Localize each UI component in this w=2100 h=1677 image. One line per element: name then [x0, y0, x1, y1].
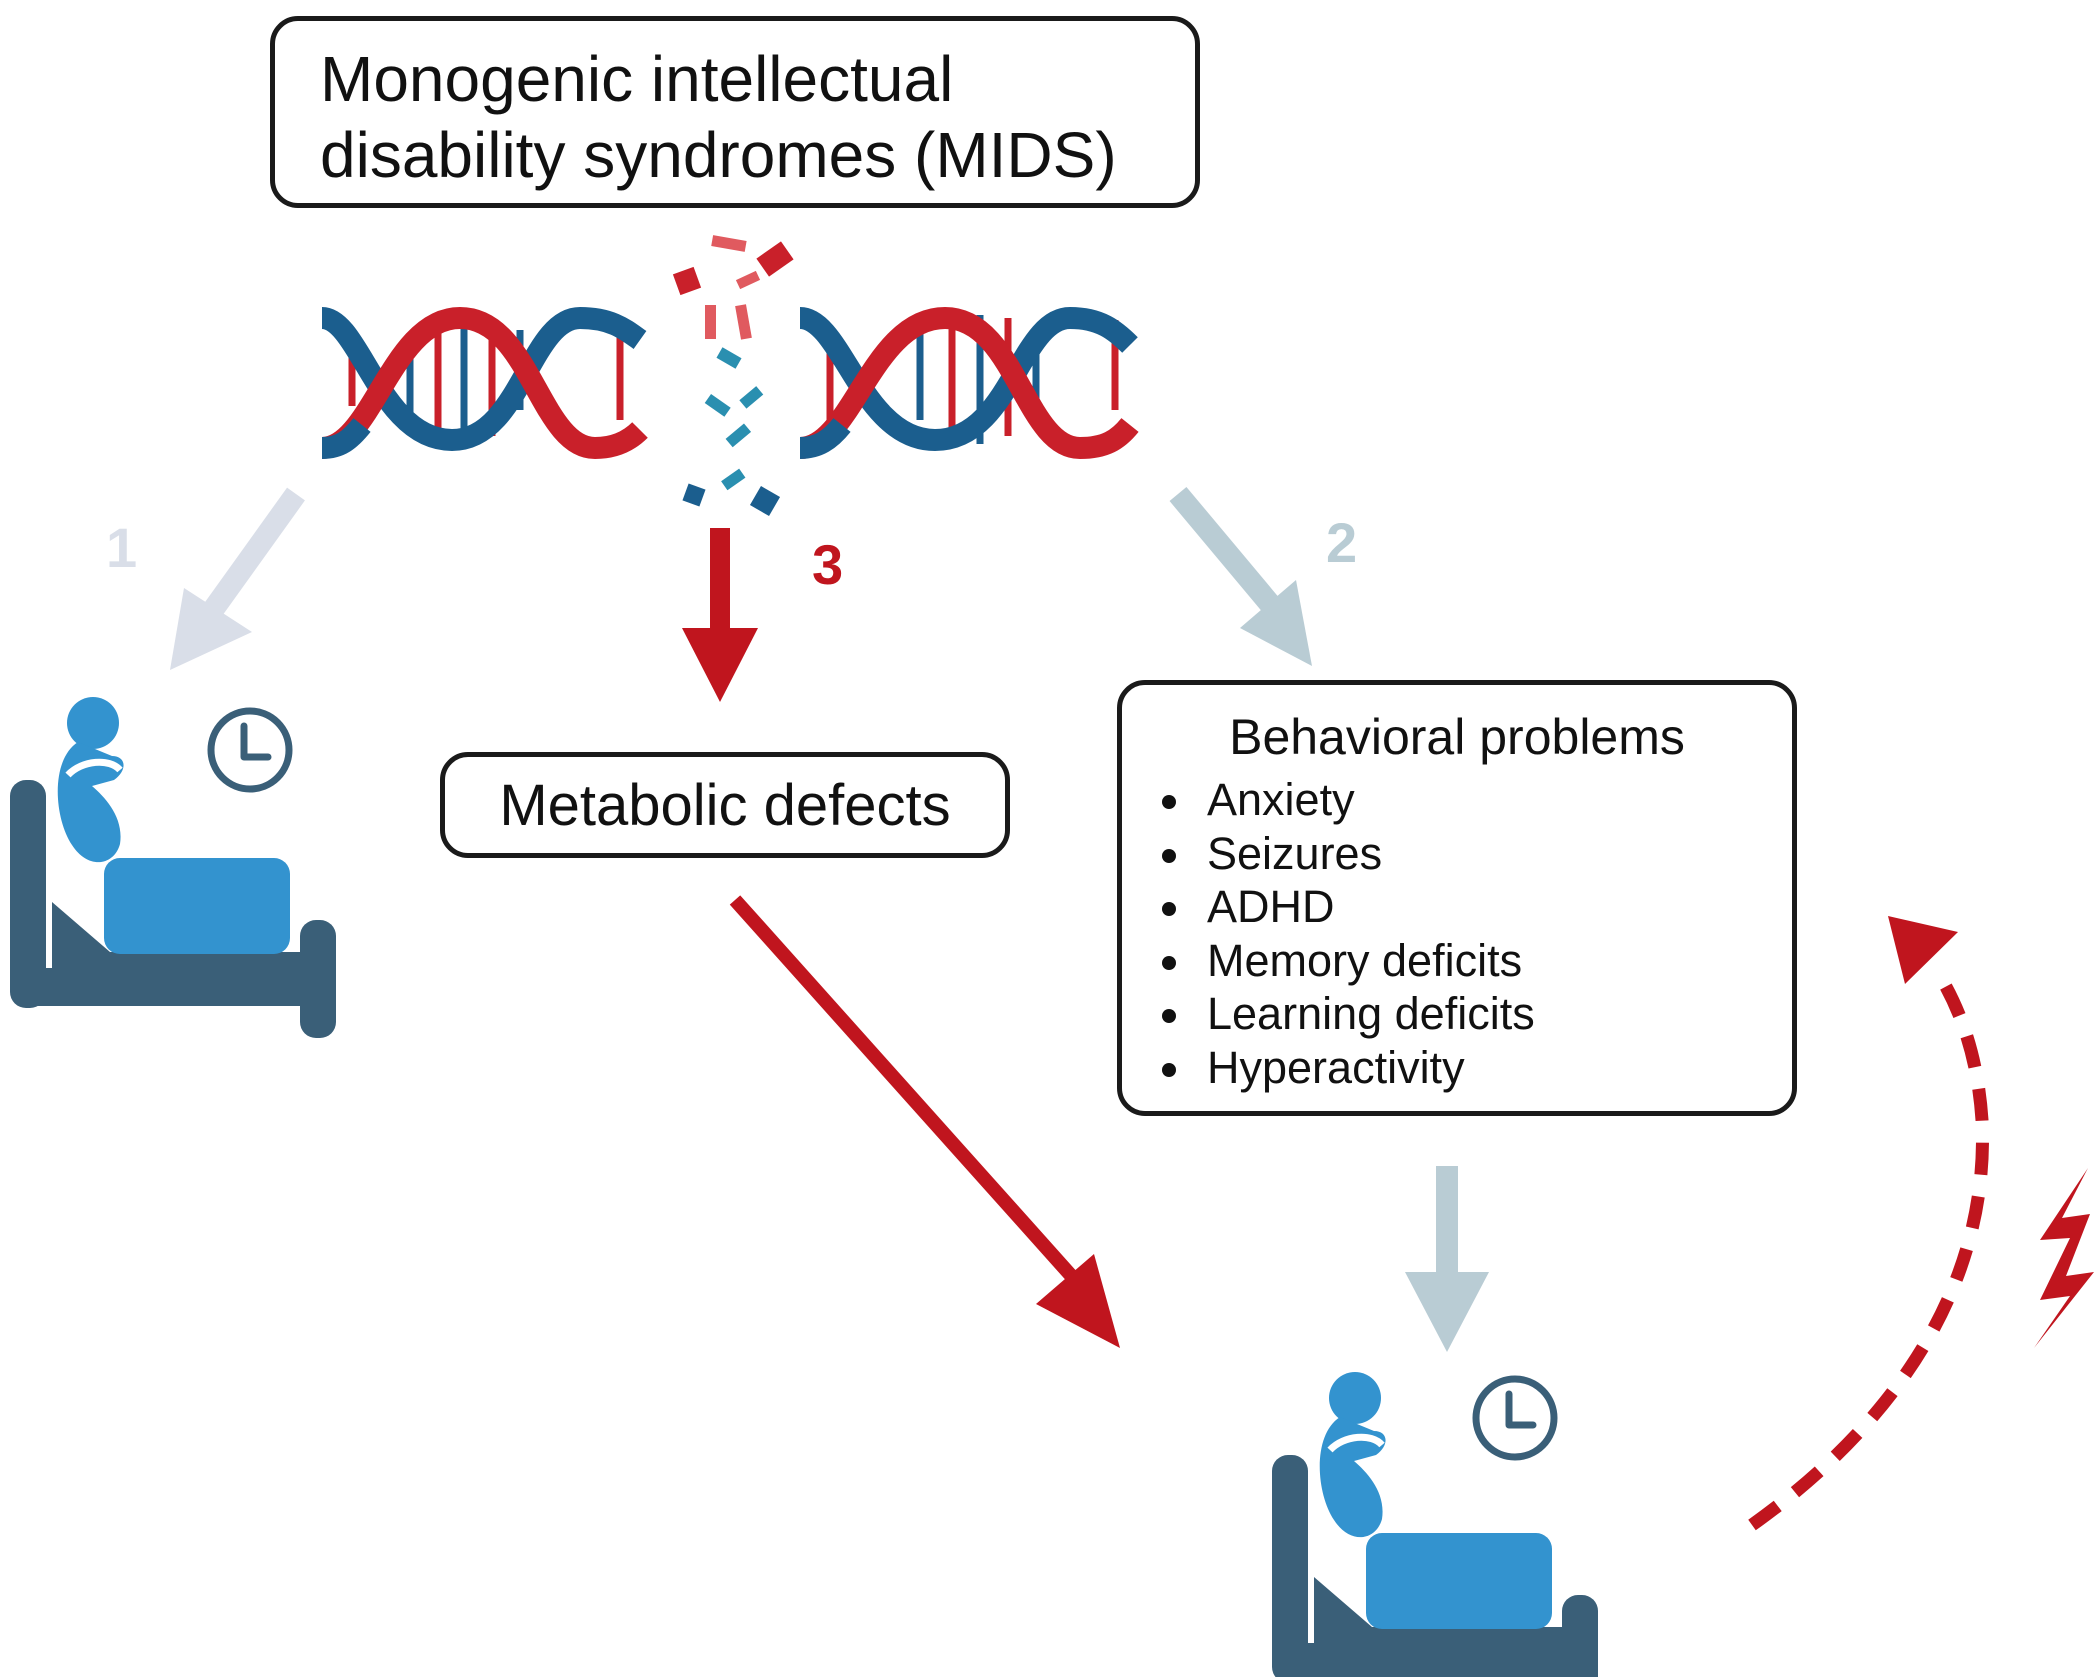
clock-icon-bottom: [1476, 1379, 1554, 1457]
list-item: Hyperactivity: [1162, 1041, 1792, 1095]
list-item: Memory deficits: [1162, 934, 1792, 988]
list-item: Learning deficits: [1162, 987, 1792, 1041]
dna-intact-left-icon: [319, 306, 648, 460]
list-item: Seizures: [1162, 827, 1792, 881]
arrow-behavior-to-patient: [1405, 1166, 1489, 1352]
dna-intact-right-icon: [798, 306, 1139, 460]
metabolic-defects-box: Metabolic defects: [440, 752, 1010, 858]
pathway-label-3: 3: [812, 533, 844, 596]
behavioral-problems-list: Anxiety Seizures ADHD Memory deficits Le…: [1122, 773, 1792, 1094]
list-item: Anxiety: [1162, 773, 1792, 827]
pathway-label-1: 1: [106, 516, 138, 579]
clock-icon-left: [211, 711, 289, 789]
arrow-feedback-dashed: [1748, 916, 1989, 1531]
list-item: ADHD: [1162, 880, 1792, 934]
arrow-metabolic-to-patient: [729, 895, 1120, 1348]
title-line-1: Monogenic intellectual: [320, 43, 954, 115]
arrow-pathway-2: [1169, 486, 1312, 666]
mids-title-box: Monogenic intellectual disability syndro…: [270, 16, 1200, 208]
behavioral-problems-box: Behavioral problems Anxiety Seizures ADH…: [1117, 680, 1797, 1116]
dna-broken-icon: [672, 235, 794, 517]
arrow-pathway-3: [682, 528, 758, 702]
behavioral-problems-heading: Behavioral problems: [1229, 709, 1685, 765]
metabolic-defects-label: Metabolic defects: [499, 772, 951, 838]
arrow-pathway-1: [170, 487, 305, 670]
sick-in-bed-icon-bottom: [1272, 1372, 1598, 1677]
lightning-bolt-icon: [2034, 1168, 2094, 1348]
pathway-label-2: 2: [1326, 511, 1358, 574]
title-line-2: disability syndromes (MIDS): [320, 119, 1117, 191]
